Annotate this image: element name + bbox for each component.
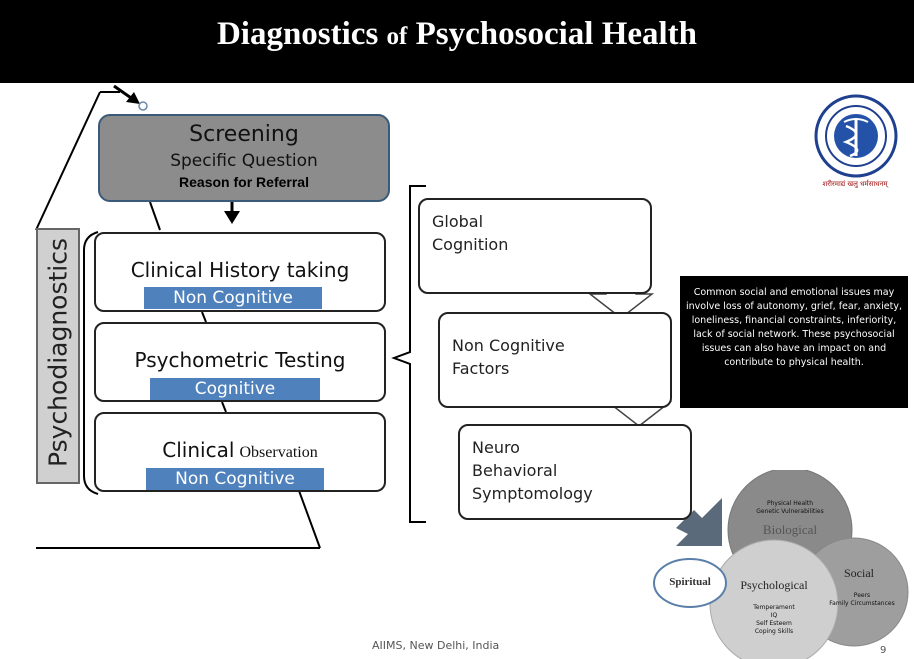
social-line-2: Family Circumstances [829, 600, 895, 607]
psychological-circle [709, 539, 839, 659]
psychological-item-3: Self Esteem [756, 620, 792, 627]
factors-line-2: Factors [452, 359, 510, 378]
tag-non-cognitive-2: Non Cognitive [146, 468, 324, 490]
biological-line-1: Physical Health [766, 500, 814, 507]
psychological-item-2: IQ [770, 612, 778, 619]
neuro-line-1: Neuro [472, 438, 520, 457]
title-part-of: of [386, 23, 408, 50]
title-bar [0, 0, 914, 83]
slide-title: Diagnostics of Psychosocial Health [0, 16, 914, 53]
step-observation-title: Clinical Observation [96, 438, 384, 462]
global-cognition-box: Global Cognition [418, 198, 652, 294]
psychodiagnostics-box [36, 228, 80, 484]
biological-details: Physical Health Genetic Vulnerabilities [740, 500, 840, 516]
screening-box: Screening Specific Question Reason for R… [98, 114, 390, 202]
spiritual-circle [653, 558, 727, 608]
global-line-2: Cognition [432, 235, 509, 254]
psychological-item-4: Coping Skills [754, 628, 794, 635]
psychological-item-1: Temperament [753, 604, 795, 611]
step-psychometric-title: Psychometric Testing [134, 348, 346, 372]
neuro-behavioral-box: Neuro Behavioral Symptomology [458, 424, 692, 520]
psychological-label: Psychological [740, 578, 808, 592]
biological-label: Biological [762, 522, 818, 537]
non-cognitive-factors-box: Non Cognitive Factors [438, 312, 672, 408]
step-observation-word-b: Observation [239, 444, 318, 461]
global-line-1: Global [432, 212, 484, 231]
title-part-a: Diagnostics [216, 16, 379, 52]
factors-line-1: Non Cognitive [452, 336, 565, 355]
logo-caption: शरीरमाद्यं खलु धर्मसाधनम् [822, 180, 888, 188]
title-part-b: Psychosocial Health [415, 16, 698, 52]
tag-cognitive: Cognitive [150, 378, 320, 400]
footer-text: AIIMS, New Delhi, India [372, 639, 500, 652]
aiims-logo-icon [814, 94, 898, 178]
psychosocial-note: Common social and emotional issues may i… [680, 276, 908, 408]
step-clinical-history-title: Clinical History taking [130, 258, 350, 282]
neuro-line-3: Symptomology [472, 484, 593, 503]
spiritual-label: Spiritual [669, 576, 711, 588]
screening-referral: Reason for Referral [179, 174, 309, 190]
social-details: Peers Family Circumstances [820, 592, 904, 608]
psychological-details: Temperament IQ Self Esteem Coping Skills [724, 604, 824, 636]
tag-non-cognitive-1: Non Cognitive [144, 287, 322, 309]
social-label: Social [844, 566, 874, 580]
screening-title: Screening [189, 122, 299, 147]
psychodiagnostics-label: Psychodiagnostics [43, 237, 73, 468]
social-line-1: Peers [853, 592, 871, 599]
step-observation-word-a: Clinical [162, 438, 235, 462]
page-number: 9 [880, 645, 887, 656]
biopsychosocial-venn [653, 470, 909, 659]
screening-subtitle: Specific Question [170, 151, 318, 171]
neuro-line-2: Behavioral [472, 461, 558, 480]
biological-line-2: Genetic Vulnerabilities [756, 508, 824, 515]
